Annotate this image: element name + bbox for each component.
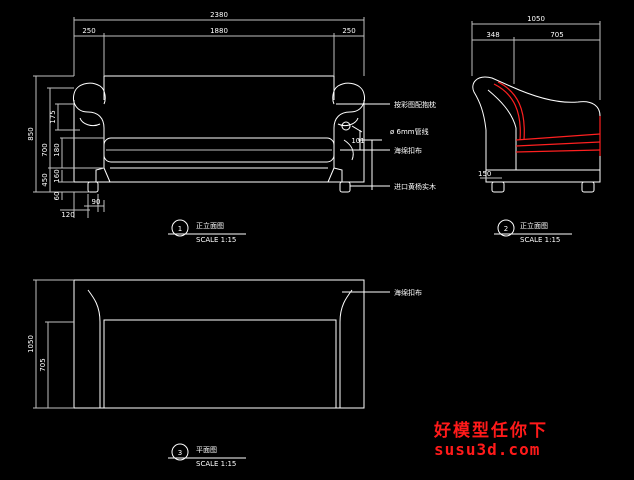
plan-right-arm	[339, 289, 353, 408]
front-side-dimensions	[33, 75, 105, 218]
plan-outline	[73, 279, 365, 409]
dim-120: 120	[61, 211, 74, 219]
dim-seat-width: 1880	[210, 27, 228, 35]
title-2-name: 正立面图	[520, 221, 548, 230]
title-3-scale: SCALE 1:15	[196, 460, 236, 468]
dim-total-width: 2380	[210, 11, 228, 19]
dim-arm-left: 250	[82, 27, 95, 35]
label-wood: 进口黄杨实木	[394, 182, 436, 191]
plan-seat	[103, 319, 337, 409]
plan-left-arm	[87, 289, 101, 408]
label-pillow: 按彩图配抱枕	[394, 100, 436, 109]
watermark-url: susu3d.com	[434, 440, 541, 459]
label-fabric-front: 海绵扣布	[394, 146, 422, 155]
dim-arm-right: 250	[342, 27, 355, 35]
plan-view	[73, 279, 390, 409]
plan-dimensions	[33, 279, 74, 409]
side-dim-150: 150	[478, 170, 491, 178]
side-left-foot	[491, 181, 505, 193]
front-top-dimensions	[73, 17, 365, 76]
title-2-number: 2	[504, 225, 508, 233]
title-1-scale: SCALE 1:15	[196, 236, 236, 244]
watermark: 好模型任你下 susu3d.com	[428, 414, 634, 480]
front-leaders	[336, 103, 390, 190]
title-1-name: 正立面图	[196, 221, 224, 230]
dim-90: 90	[92, 198, 101, 206]
front-right-foot	[339, 181, 351, 193]
front-seat-cushion	[103, 137, 335, 163]
label-piping: ø 6mm管线	[390, 127, 429, 136]
dim-160: 160	[53, 169, 61, 182]
watermark-cn: 好模型任你下	[434, 421, 548, 441]
side-right-foot	[581, 181, 595, 193]
title-3-number: 3	[178, 449, 182, 457]
front-right-arm	[332, 82, 365, 168]
plan-dim-705: 705	[39, 358, 47, 371]
side-dim-348: 348	[486, 31, 499, 39]
title-2-scale: SCALE 1:15	[520, 236, 560, 244]
dim-700: 700	[41, 143, 49, 156]
side-dimensions	[471, 21, 601, 179]
title-1-number: 1	[178, 225, 182, 233]
dim-180: 180	[53, 143, 61, 156]
dim-175: 175	[49, 110, 57, 123]
front-back-outline	[104, 75, 335, 100]
dim-450: 450	[41, 173, 49, 186]
dim-101: 101	[351, 137, 364, 145]
title-3-name: 平面图	[196, 446, 217, 454]
front-left-foot	[87, 181, 99, 193]
dim-60: 60	[53, 192, 61, 201]
dim-height: 850	[27, 127, 35, 140]
front-left-arm	[73, 82, 106, 168]
title-markers	[168, 219, 572, 461]
side-dim-705: 705	[550, 31, 563, 39]
side-elevation	[472, 76, 601, 193]
side-dim-total: 1050	[527, 15, 545, 23]
front-elevation	[73, 75, 365, 193]
plan-dim-depth: 1050	[27, 335, 35, 353]
side-red-cushion	[493, 81, 601, 156]
label-fabric-plan: 海绵扣布	[394, 288, 422, 297]
